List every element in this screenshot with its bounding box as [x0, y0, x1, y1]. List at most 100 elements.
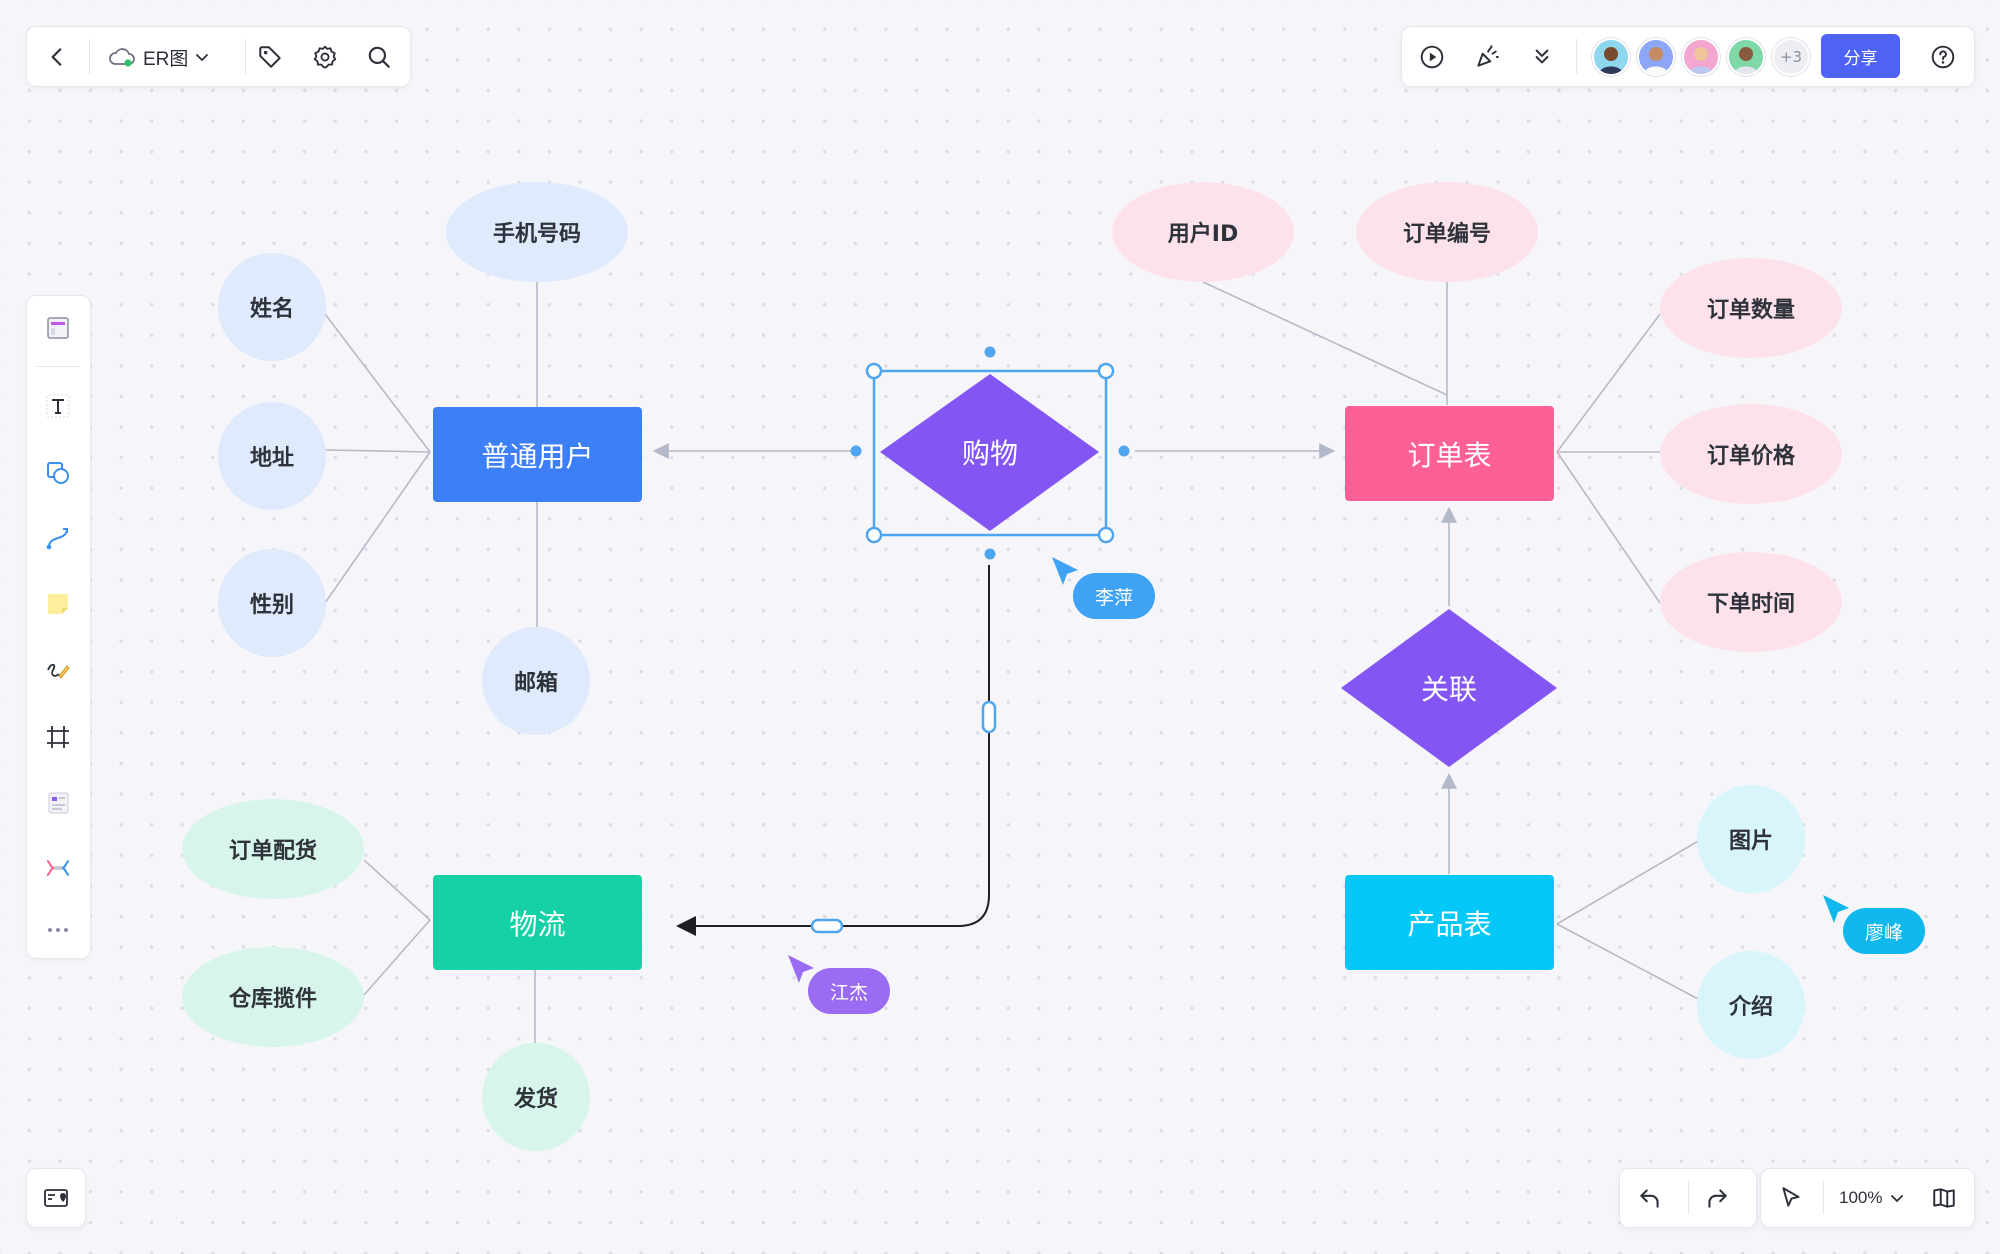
tool-pen[interactable]	[38, 651, 78, 691]
entity-product[interactable]: 产品表	[1345, 875, 1554, 970]
attr-order-number[interactable]: 订单编号	[1356, 182, 1538, 282]
relation-shopping-shape[interactable]	[880, 374, 1099, 531]
undo-button[interactable]	[1630, 1178, 1670, 1218]
redo-button[interactable]	[1697, 1178, 1737, 1218]
avatar[interactable]	[1637, 38, 1675, 76]
more-icon	[48, 928, 68, 932]
settings-button[interactable]	[305, 37, 345, 77]
avatar[interactable]	[1682, 38, 1720, 76]
relation-association-label: 关联	[1420, 673, 1477, 706]
cursor-arrow-liaofeng	[1823, 895, 1849, 923]
attr-user-id[interactable]: 用户ID	[1112, 182, 1294, 282]
cursor-tag-liping: 李萍	[1073, 573, 1155, 619]
zoom-panel: 100%	[1760, 1168, 1975, 1228]
zoom-divider	[1823, 1181, 1824, 1214]
attr-name[interactable]: 姓名	[218, 253, 326, 361]
connector-segment-handle[interactable]	[810, 918, 844, 934]
edge-logistics-pickup	[363, 919, 431, 996]
frame-icon	[47, 726, 69, 748]
question-circle-icon	[1931, 45, 1955, 69]
collapse-button[interactable]	[1522, 37, 1562, 77]
present-button[interactable]	[1412, 37, 1452, 77]
tool-text[interactable]	[38, 386, 78, 426]
tool-mind-map[interactable]	[38, 848, 78, 888]
relation-shopping-label: 购物	[961, 437, 1018, 470]
header-left-panel: ER图	[26, 26, 411, 87]
selection-box[interactable]	[850, 346, 1130, 560]
attr-phone[interactable]: 手机号码	[446, 182, 628, 282]
connector-mid-handle[interactable]	[981, 700, 997, 734]
text-icon	[46, 394, 70, 418]
tool-sticky-note[interactable]	[38, 584, 78, 624]
help-button[interactable]	[1923, 37, 1963, 77]
header-divider	[1576, 39, 1577, 74]
attr-order-price[interactable]: 订单价格	[1660, 404, 1842, 504]
attr-address[interactable]: 地址	[218, 402, 326, 510]
avatar[interactable]	[1727, 38, 1765, 76]
tag-icon	[259, 46, 281, 68]
double-chevron-down-icon	[1535, 49, 1549, 64]
celebrate-button[interactable]	[1467, 37, 1507, 77]
more-collaborators[interactable]: +3	[1772, 38, 1810, 76]
history-panel	[1619, 1168, 1757, 1228]
edge-user-name	[324, 313, 431, 453]
shape-icon	[47, 462, 69, 484]
search-icon	[368, 46, 390, 68]
attr-warehouse-pickup[interactable]: 仓库揽件	[182, 947, 364, 1047]
tool-frame[interactable]	[38, 717, 78, 757]
cursor-tag-jiangjie: 江杰	[808, 968, 890, 1014]
avatar[interactable]	[1592, 38, 1630, 76]
tool-card[interactable]	[38, 783, 78, 823]
mind-map-icon	[46, 860, 70, 876]
back-button[interactable]	[37, 37, 77, 77]
attr-order-quantity[interactable]: 订单数量	[1660, 258, 1842, 358]
attr-order-picking[interactable]: 订单配货	[182, 799, 364, 899]
header-divider	[89, 39, 90, 74]
left-toolbar	[26, 295, 91, 959]
select-cursor-icon	[1782, 1187, 1800, 1207]
attr-gender[interactable]: 性别	[218, 549, 326, 657]
share-button[interactable]: 分享	[1821, 34, 1900, 78]
edge-logistics-picking	[363, 859, 431, 921]
edge-user-address	[324, 449, 431, 453]
relation-association-shape[interactable]	[1341, 609, 1557, 767]
sticky-note-icon	[48, 594, 68, 614]
zoom-level-select[interactable]: 100%	[1839, 1178, 1904, 1218]
history-divider	[1688, 1181, 1689, 1214]
tool-shape[interactable]	[38, 453, 78, 493]
attr-image[interactable]: 图片	[1697, 785, 1805, 893]
entity-logistics[interactable]: 物流	[433, 875, 642, 970]
attr-email[interactable]: 邮箱	[482, 627, 590, 735]
cloud-sync-icon	[109, 48, 135, 67]
minimap-button[interactable]	[36, 1178, 76, 1218]
select-tool-button[interactable]	[1771, 1178, 1811, 1218]
header-right-panel: +3 分享	[1401, 26, 1975, 87]
tool-more[interactable]	[38, 910, 78, 950]
guide-button[interactable]	[1924, 1178, 1964, 1218]
edge-order-qty	[1556, 313, 1661, 453]
file-title-menu[interactable]: ER图	[107, 37, 210, 77]
card-icon	[48, 792, 69, 814]
tag-button[interactable]	[250, 37, 290, 77]
book-icon	[1933, 1188, 1955, 1208]
connector-icon	[46, 528, 68, 550]
entity-user[interactable]: 普通用户	[433, 407, 642, 502]
chevron-left-icon	[51, 48, 62, 66]
cursor-tag-liaofeng: 廖峰	[1843, 908, 1925, 954]
zoom-level: 100%	[1839, 1188, 1883, 1207]
edge-order-time	[1556, 451, 1661, 604]
gear-icon	[313, 45, 337, 69]
entity-order[interactable]: 订单表	[1345, 406, 1554, 501]
play-icon	[1420, 45, 1444, 69]
undo-icon	[1640, 1189, 1659, 1208]
search-button[interactable]	[359, 37, 399, 77]
file-title: ER图	[143, 48, 189, 70]
minimap-panel	[26, 1168, 86, 1228]
connector-shopping-to-logistics[interactable]	[676, 565, 990, 936]
tool-template[interactable]	[38, 308, 78, 348]
tool-connector[interactable]	[38, 518, 78, 558]
attr-order-time[interactable]: 下单时间	[1660, 552, 1842, 652]
attr-introduction[interactable]: 介绍	[1697, 951, 1805, 1059]
attr-shipping[interactable]: 发货	[482, 1043, 590, 1151]
